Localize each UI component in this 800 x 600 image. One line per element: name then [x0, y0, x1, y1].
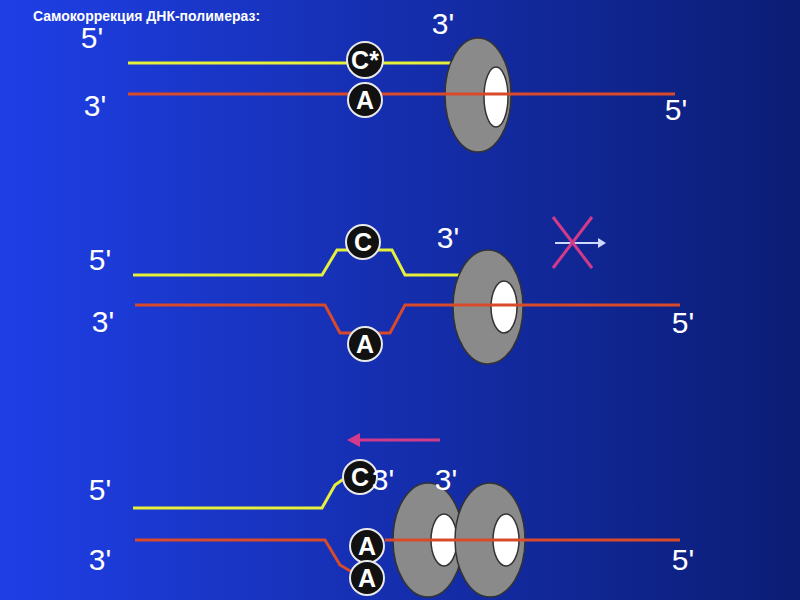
nucleotide-circle: A [347, 82, 383, 118]
nucleotide-letter: A [358, 566, 376, 591]
strand-end-label: 3' [92, 307, 114, 337]
strand-end-label: 5' [89, 475, 111, 505]
strand-end-label: 5' [89, 245, 111, 275]
new-strand [133, 250, 462, 275]
template-strand [135, 540, 352, 572]
strand-end-label: 3' [432, 9, 454, 39]
template-strand [135, 305, 680, 333]
nucleotide-letter: C [351, 465, 369, 490]
nucleotide-letter: C [354, 230, 372, 255]
strand-end-label: 5' [665, 95, 687, 125]
backward-arrow [347, 433, 440, 447]
nucleotide-letter: A [356, 332, 374, 357]
nucleotide-letter: A [358, 534, 376, 559]
blocked-arrow [553, 217, 606, 268]
nucleotide-circle: C [345, 224, 381, 260]
polymerase [453, 250, 523, 364]
strand-end-label: 3' [435, 465, 457, 495]
nucleotide-letter: A [356, 88, 374, 113]
template-strand [128, 93, 675, 96]
strand-end-label: 5' [81, 23, 103, 53]
nucleotide-circle: A [347, 326, 383, 362]
strand-end-label: 5' [672, 545, 694, 575]
strand-end-label: 5' [672, 308, 694, 338]
strand-end-label: 3' [372, 465, 394, 495]
nucleotide-circle: A [349, 528, 385, 564]
new-strand [133, 478, 345, 508]
nucleotide-circle: C* [346, 41, 384, 79]
strand-end-label: 3' [437, 223, 459, 253]
template-strand [385, 539, 680, 542]
strand-end-label: 3' [84, 91, 106, 121]
strand-end-label: 3' [89, 545, 111, 575]
nucleotide-letter: C* [351, 48, 379, 73]
nucleotide-circle: A [349, 560, 385, 596]
new-strand [128, 62, 452, 65]
slide-title: Самокоррекция ДНК-полимераз: [33, 8, 260, 24]
